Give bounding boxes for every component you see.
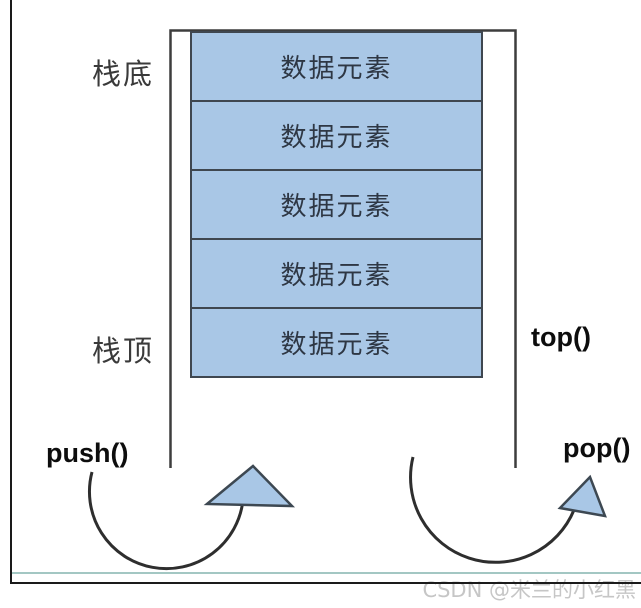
pop-arrowhead-icon [557,474,607,518]
csdn-watermark: CSDN @米兰的小红黑 [422,578,636,602]
stack-element-box: 数据元素 [190,169,483,240]
top-function-label: top() [531,322,591,352]
stack-element-label: 数据元素 [280,261,393,291]
pop-function-label: pop() [563,433,631,463]
pop-arrow-arc [409,456,576,564]
stack-element-box: 数据元素 [190,238,483,309]
frame-bottom-border [10,582,641,584]
frame-left-border [10,0,12,584]
stack-element-label: 数据元素 [280,54,393,84]
stack-element-box: 数据元素 [190,31,483,102]
stack-element-box: 数据元素 [190,307,483,378]
push-arrowhead-icon [203,464,296,508]
stack-bottom-label: 栈底 [92,57,155,91]
stack-element-label: 数据元素 [280,192,393,222]
stack-element-box: 数据元素 [190,100,483,171]
stack-element-label: 数据元素 [280,123,393,153]
push-arrow-arc [87,471,245,571]
stack-element-label: 数据元素 [280,330,393,360]
stack-top-label: 栈顶 [92,334,155,368]
push-function-label: push() [46,438,129,468]
teal-divider-line [11,572,641,574]
stack-container-outline [169,29,517,468]
